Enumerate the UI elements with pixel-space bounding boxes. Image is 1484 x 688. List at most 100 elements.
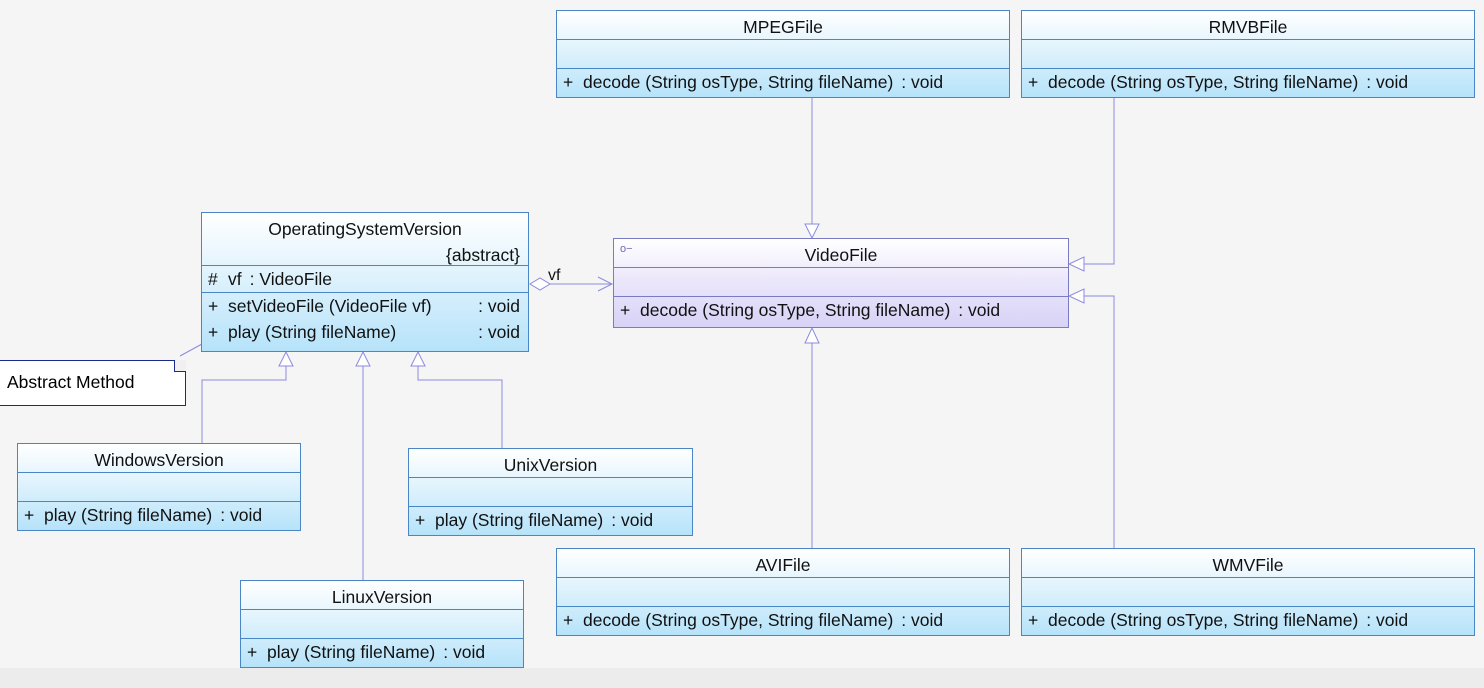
attribute-row: # vf : VideoFile bbox=[202, 266, 528, 292]
class-name: AVIFile bbox=[755, 555, 811, 575]
class-name: WindowsVersion bbox=[94, 450, 224, 470]
operation-signature: decode (String osType, String fileName) bbox=[640, 300, 951, 320]
operations-compartment: + decode (String osType, String fileName… bbox=[614, 296, 1068, 323]
operation-row: + decode (String osType, String fileName… bbox=[614, 297, 1068, 323]
realization-wmv-arrow bbox=[1067, 288, 1085, 304]
class-name: VideoFile bbox=[804, 245, 878, 265]
operation-signature: decode (String osType, String fileName) bbox=[1048, 72, 1359, 92]
return-type: : void bbox=[478, 322, 520, 342]
operation-row: + decode (String osType, String fileName… bbox=[1022, 69, 1474, 95]
generalization-windows bbox=[201, 366, 287, 443]
note-link bbox=[179, 343, 203, 357]
operation-signature: decode (String osType, String fileName) bbox=[583, 72, 894, 92]
class-name: MPEGFile bbox=[743, 17, 823, 37]
return-type: : void bbox=[958, 300, 1001, 320]
attribute-name: vf bbox=[228, 269, 242, 289]
generalization-unix-arrow bbox=[410, 350, 426, 367]
attributes-compartment bbox=[409, 477, 692, 506]
class-operatingsystemversion[interactable]: OperatingSystemVersion {abstract} # vf :… bbox=[201, 212, 529, 352]
visibility: + bbox=[1028, 72, 1039, 92]
operation-signature: play (String fileName) bbox=[228, 322, 397, 342]
return-type: : void bbox=[611, 510, 654, 530]
realization-rmvb bbox=[1084, 98, 1115, 265]
operations-compartment: + decode (String osType, String fileName… bbox=[1022, 68, 1474, 95]
visibility: + bbox=[563, 72, 574, 92]
visibility: + bbox=[620, 300, 631, 320]
class-name: RMVBFile bbox=[1208, 17, 1288, 37]
operation-signature: play (String fileName) bbox=[435, 510, 604, 530]
visibility: + bbox=[563, 610, 574, 630]
operation-signature: decode (String osType, String fileName) bbox=[583, 610, 894, 630]
operation-row: + decode (String osType, String fileName… bbox=[1022, 607, 1474, 633]
operations-compartment: + decode (String osType, String fileName… bbox=[557, 68, 1009, 95]
attribute-type: : VideoFile bbox=[249, 269, 332, 289]
operation-row: + play (String fileName) : void bbox=[202, 319, 528, 345]
class-avifile[interactable]: AVIFile + decode (String osType, String … bbox=[556, 548, 1010, 636]
interface-videofile[interactable]: o− VideoFile + decode (String osType, St… bbox=[613, 238, 1069, 328]
class-mpegfile[interactable]: MPEGFile + decode (String osType, String… bbox=[556, 10, 1010, 98]
note-abstract-method[interactable]: Abstract Method bbox=[0, 360, 186, 406]
interface-lollipop-icon: o− bbox=[620, 243, 633, 255]
return-type: : void bbox=[443, 642, 486, 662]
class-name: WMVFile bbox=[1212, 555, 1284, 575]
operation-signature: play (String fileName) bbox=[44, 505, 213, 525]
attributes-compartment bbox=[557, 577, 1009, 606]
class-name: OperatingSystemVersion bbox=[268, 219, 462, 239]
aggregation-arrowhead bbox=[597, 276, 614, 292]
generalization-windows-arrow bbox=[278, 350, 294, 367]
class-unixversion[interactable]: UnixVersion + play (String fileName) : v… bbox=[408, 448, 693, 536]
visibility: # bbox=[208, 269, 218, 289]
visibility: + bbox=[208, 322, 219, 342]
class-windowsversion[interactable]: WindowsVersion + play (String fileName) … bbox=[17, 443, 301, 531]
return-type: : void bbox=[478, 296, 520, 316]
return-type: : void bbox=[220, 505, 263, 525]
operation-signature: play (String fileName) bbox=[267, 642, 436, 662]
operation-row: + play (String fileName) : void bbox=[18, 502, 300, 528]
visibility: + bbox=[1028, 610, 1039, 630]
note-fold-corner bbox=[174, 360, 186, 372]
attributes-compartment bbox=[18, 472, 300, 501]
attributes-compartment bbox=[1022, 39, 1474, 68]
realization-mpeg-arrow bbox=[804, 223, 820, 240]
generalization-unix bbox=[417, 366, 503, 448]
operation-row: + play (String fileName) : void bbox=[409, 507, 692, 533]
operations-compartment: + play (String fileName) : void bbox=[18, 501, 300, 528]
aggregation-diamond bbox=[529, 277, 551, 291]
return-type: : void bbox=[1366, 610, 1409, 630]
attributes-compartment bbox=[557, 39, 1009, 68]
operations-compartment: + decode (String osType, String fileName… bbox=[557, 606, 1009, 633]
operation-signature: setVideoFile (VideoFile vf) bbox=[228, 296, 432, 316]
association-role-label: vf bbox=[548, 267, 561, 284]
class-name: LinuxVersion bbox=[331, 587, 433, 607]
class-rmvbfile[interactable]: RMVBFile + decode (String osType, String… bbox=[1021, 10, 1475, 98]
visibility: + bbox=[415, 510, 426, 530]
operations-compartment: + setVideoFile (VideoFile vf) : void + p… bbox=[202, 292, 528, 345]
return-type: : void bbox=[1366, 72, 1409, 92]
class-header: OperatingSystemVersion {abstract} bbox=[202, 213, 528, 265]
class-name: UnixVersion bbox=[503, 455, 598, 475]
attributes-compartment: # vf : VideoFile bbox=[202, 265, 528, 292]
operations-compartment: + decode (String osType, String fileName… bbox=[1022, 606, 1474, 633]
realization-avi-arrow bbox=[804, 326, 820, 344]
class-wmvfile[interactable]: WMVFile + decode (String osType, String … bbox=[1021, 548, 1475, 636]
attributes-compartment bbox=[1022, 577, 1474, 606]
realization-rmvb-arrow bbox=[1067, 256, 1085, 272]
class-linuxversion[interactable]: LinuxVersion + play (String fileName) : … bbox=[240, 580, 524, 668]
operations-compartment: + play (String fileName) : void bbox=[241, 638, 523, 665]
operation-row: + decode (String osType, String fileName… bbox=[557, 607, 1009, 633]
visibility: + bbox=[247, 642, 258, 662]
operation-row: + play (String fileName) : void bbox=[241, 639, 523, 665]
visibility: + bbox=[208, 296, 219, 316]
bottom-bar bbox=[0, 668, 1484, 688]
operations-compartment: + play (String fileName) : void bbox=[409, 506, 692, 533]
operation-signature: decode (String osType, String fileName) bbox=[1048, 610, 1359, 630]
realization-wmv bbox=[1084, 295, 1115, 548]
operation-row: + decode (String osType, String fileName… bbox=[557, 69, 1009, 95]
attributes-compartment bbox=[241, 609, 523, 638]
generalization-linux-arrow bbox=[355, 350, 371, 367]
attributes-compartment bbox=[614, 267, 1068, 296]
operation-row: + setVideoFile (VideoFile vf) : void bbox=[202, 293, 528, 319]
visibility: + bbox=[24, 505, 35, 525]
